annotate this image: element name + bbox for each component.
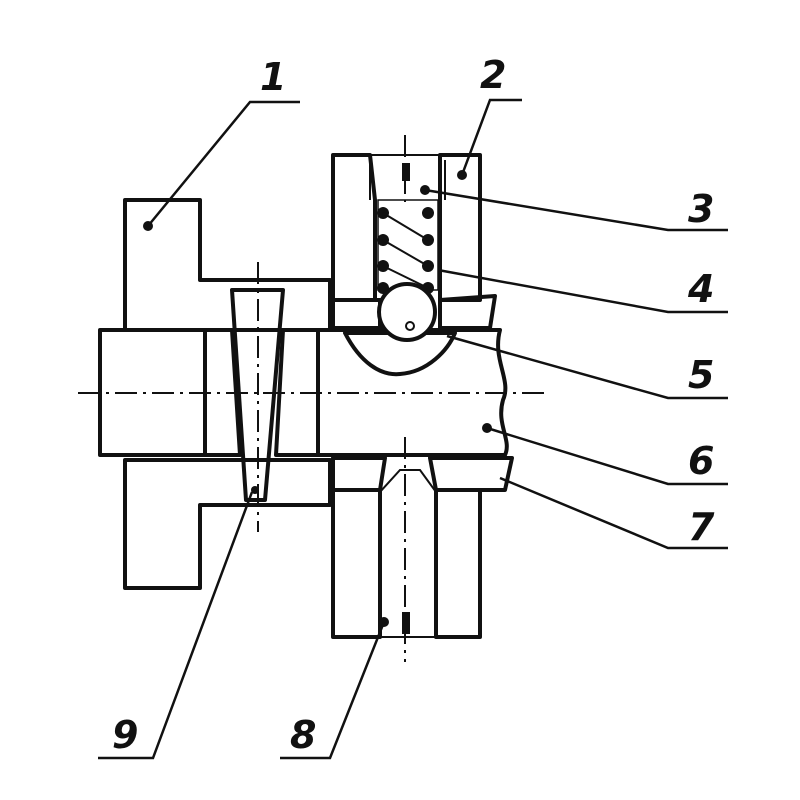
label-8: 8 [290, 713, 316, 757]
label-7: 7 [688, 505, 715, 549]
detent-ball-part [377, 282, 437, 342]
label-9: 9 [112, 713, 138, 757]
label-6: 6 [688, 439, 714, 483]
centre-lines [78, 135, 545, 662]
label-5: 5 [688, 353, 714, 397]
detent-spring-part [377, 199, 439, 294]
lower-housing-part [331, 469, 482, 639]
ball-center-mark [405, 321, 415, 331]
shaft-part [98, 328, 509, 457]
label-2: 2 [480, 53, 506, 97]
label-3: 3 [688, 187, 714, 231]
label-1: 1 [260, 55, 286, 99]
leader-lines [98, 98, 728, 760]
label-4: 4 [687, 267, 714, 311]
